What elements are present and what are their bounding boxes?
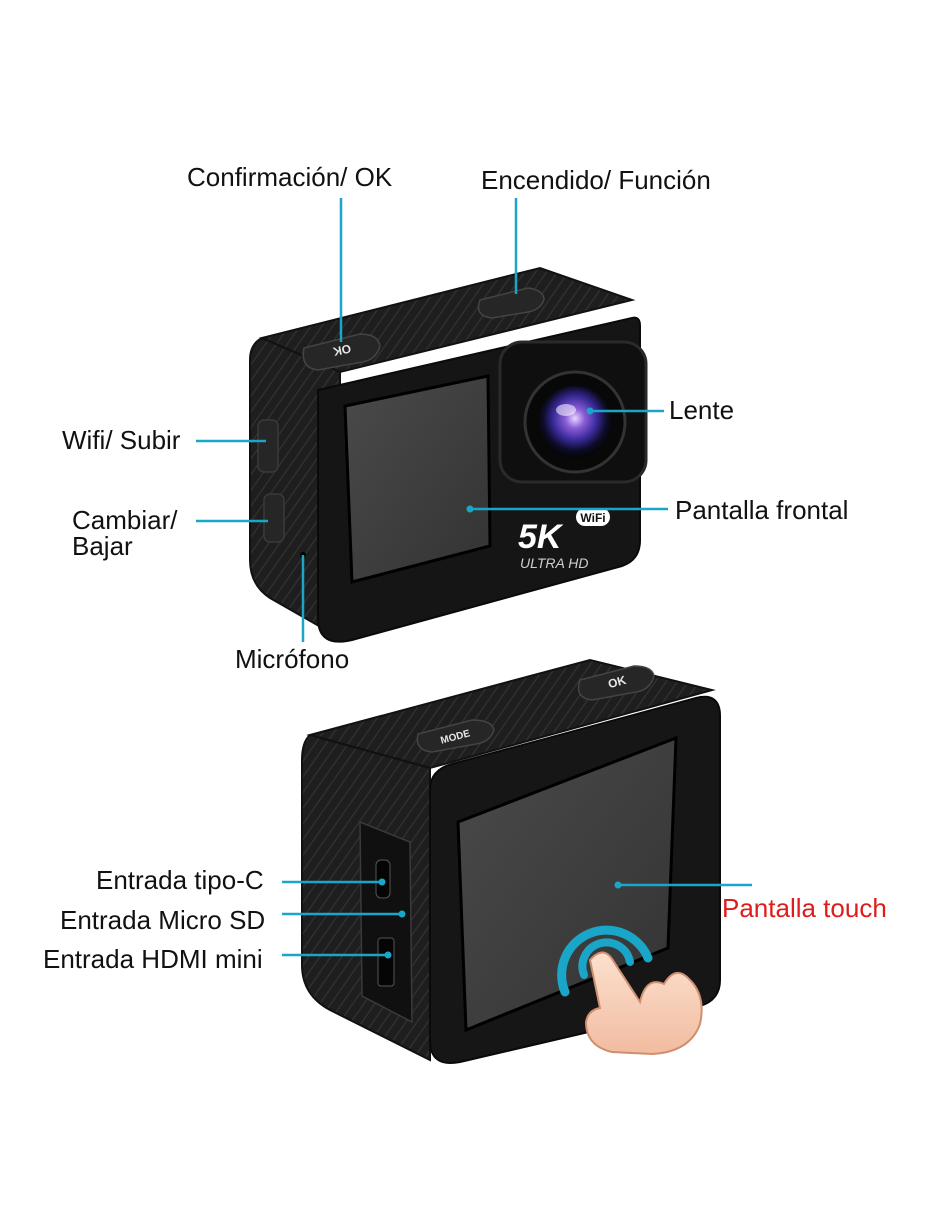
logo-wifi-text: WiFi bbox=[580, 511, 605, 525]
label-power: Encendido/ Función bbox=[481, 165, 711, 195]
hdmi-port bbox=[377, 937, 395, 987]
leader-lines bbox=[196, 198, 752, 957]
touch-screen[interactable] bbox=[456, 735, 678, 1033]
label-touch: Pantalla touch bbox=[722, 893, 887, 923]
endpoint-lens bbox=[586, 407, 594, 415]
logo-5k: 5K bbox=[518, 518, 564, 556]
label-sd: Entrada Micro SD bbox=[60, 905, 266, 935]
hand-icon bbox=[584, 951, 703, 1056]
switch-down-button[interactable] bbox=[263, 493, 285, 543]
camera-back-view: MODE OK bbox=[301, 658, 721, 1064]
back-mode-button[interactable] bbox=[416, 719, 495, 753]
wifi-up-button[interactable] bbox=[257, 419, 279, 473]
endpoint-touch bbox=[614, 881, 622, 889]
label-front-screen: Pantalla frontal bbox=[675, 495, 849, 525]
top-ok-button-label: OK bbox=[331, 341, 352, 359]
label-switch-line2: Bajar bbox=[72, 531, 133, 561]
front-screen bbox=[343, 374, 492, 584]
back-ok-button-label: OK bbox=[606, 673, 627, 691]
label-wifi: Wifi/ Subir bbox=[62, 425, 181, 455]
camera-front-view: OK 5K WiFi ULTRA HD bbox=[249, 266, 648, 643]
endpoint-usbc bbox=[378, 878, 386, 886]
logo-ultra-hd: ULTRA HD bbox=[520, 555, 588, 571]
label-hdmi: Entrada HDMI mini bbox=[43, 944, 263, 974]
endpoint-hdmi bbox=[384, 951, 392, 959]
label-ok: Confirmación/ OK bbox=[187, 162, 393, 192]
touch-gesture-icon bbox=[557, 925, 653, 997]
label-switch-line1: Cambiar/ bbox=[72, 505, 178, 535]
label-mic: Micrófono bbox=[235, 644, 350, 674]
top-mode-button[interactable] bbox=[477, 287, 545, 319]
leader-endpoints bbox=[378, 407, 622, 959]
label-usbc: Entrada tipo-C bbox=[96, 865, 264, 895]
logo-wifi-badge bbox=[576, 508, 610, 526]
endpoint-sd bbox=[398, 910, 406, 918]
top-ok-button[interactable] bbox=[302, 333, 381, 371]
lens-glare bbox=[556, 404, 576, 416]
lens-glass bbox=[539, 386, 611, 458]
back-ok-button[interactable] bbox=[577, 665, 655, 701]
port-panel bbox=[359, 820, 413, 1024]
label-lens: Lente bbox=[669, 395, 735, 425]
endpoint-front-screen bbox=[466, 505, 474, 513]
